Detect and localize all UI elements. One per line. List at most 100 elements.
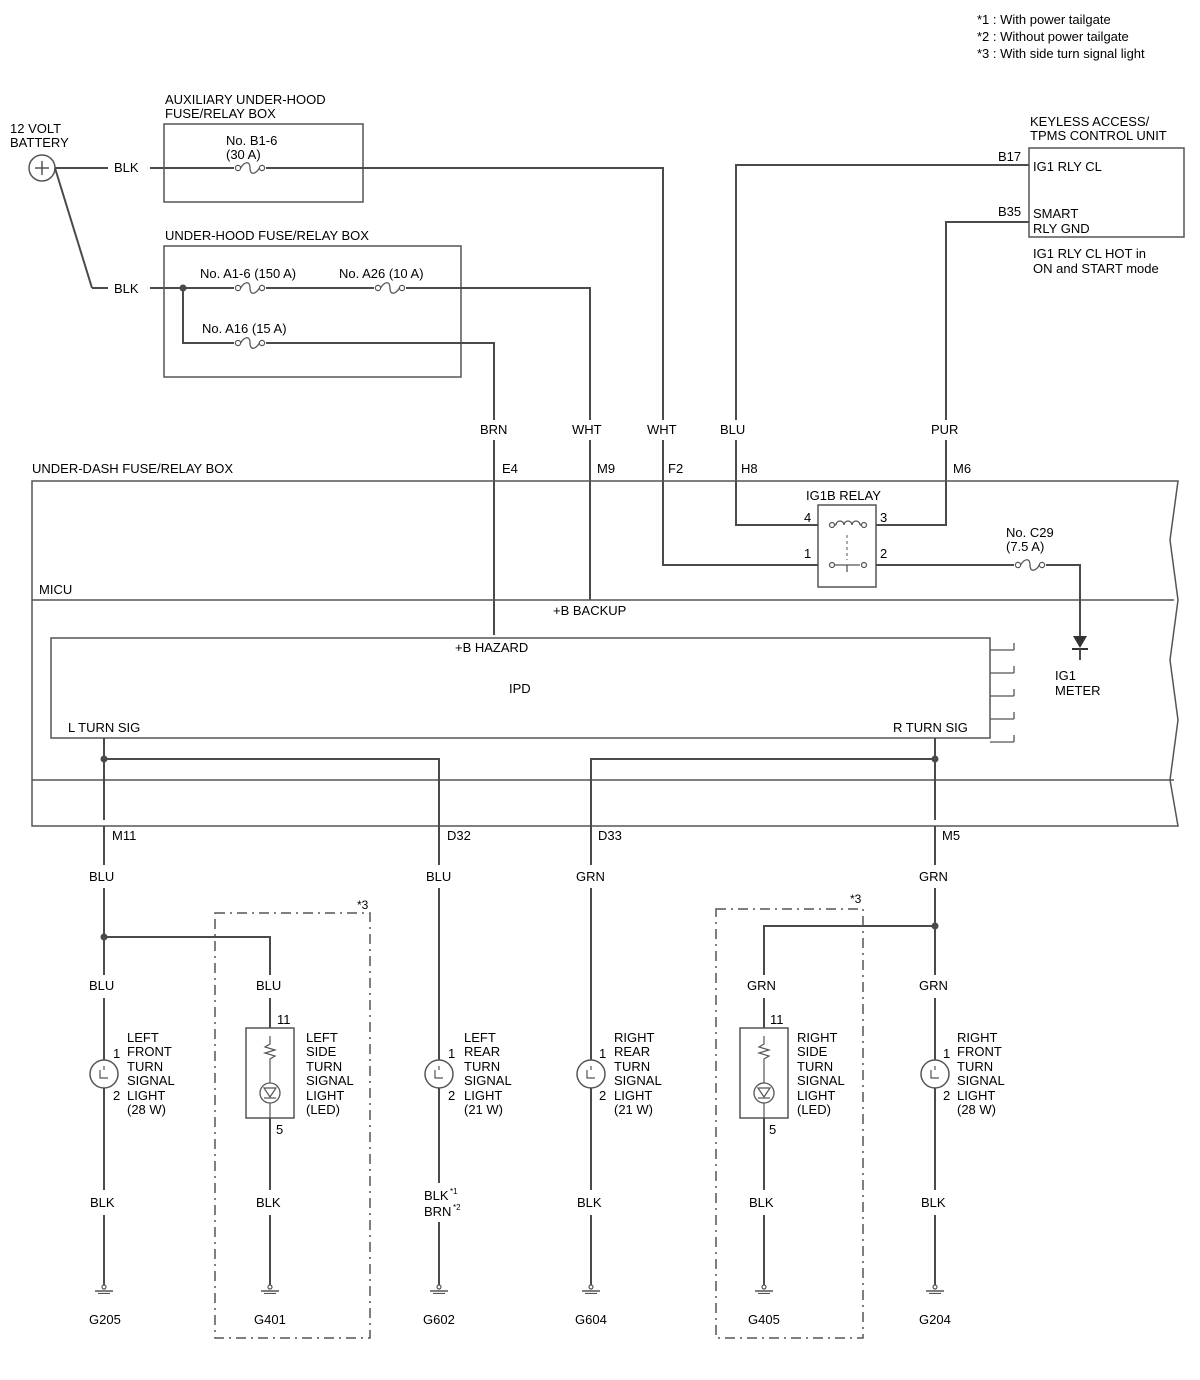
svg-text:LIGHT: LIGHT xyxy=(614,1088,652,1103)
wire-wht-1: WHT xyxy=(572,422,602,437)
relay-pin-3: 3 xyxy=(880,510,887,525)
r-turn-sig: R TURN SIG xyxy=(893,720,968,735)
svg-text:(LED): (LED) xyxy=(306,1102,340,1117)
svg-text:SIGNAL: SIGNAL xyxy=(614,1073,662,1088)
svg-text:LEFT: LEFT xyxy=(306,1030,338,1045)
sup-2: *2 xyxy=(453,1203,461,1212)
pin-ls-5: 5 xyxy=(276,1122,283,1137)
ground-g604: G604 xyxy=(575,1312,607,1327)
led-icon xyxy=(259,1082,281,1104)
pin-rs-5: 5 xyxy=(769,1122,776,1137)
pin-b17: B17 xyxy=(998,149,1021,164)
term-e4: E4 xyxy=(502,461,518,476)
bulb-right-rear xyxy=(576,1059,606,1089)
pin-lr-1: 1 xyxy=(448,1046,455,1061)
svg-text:SIDE: SIDE xyxy=(797,1044,828,1059)
diode-icon xyxy=(1073,636,1087,648)
pin-rr-1: 1 xyxy=(599,1046,606,1061)
option-box-right xyxy=(715,908,864,1339)
led-left-side xyxy=(245,1027,295,1119)
smart: SMART xyxy=(1033,206,1078,221)
l-turn-sig: L TURN SIG xyxy=(68,720,140,735)
svg-text:TURN: TURN xyxy=(797,1059,833,1074)
wire-blk-g602: BLK xyxy=(424,1188,449,1203)
svg-text:RIGHT: RIGHT xyxy=(797,1030,838,1045)
aux-box-title-1: AUXILIARY UNDER-HOOD xyxy=(165,92,326,107)
resistor-icon xyxy=(756,1036,772,1067)
svg-text:RIGHT: RIGHT xyxy=(957,1030,998,1045)
term-m9: M9 xyxy=(597,461,615,476)
battery-label-2: BATTERY xyxy=(10,135,69,150)
bulb-icon xyxy=(89,1059,119,1089)
wire-grn-rs: GRN xyxy=(747,978,776,993)
ground-g204: G204 xyxy=(919,1312,951,1327)
fuse-a1-6-icon xyxy=(234,282,266,294)
ground-icon xyxy=(925,1276,945,1294)
wire-wht-2: WHT xyxy=(647,422,677,437)
ground-g602: G602 xyxy=(423,1312,455,1327)
dash-box-title: UNDER-DASH FUSE/RELAY BOX xyxy=(32,461,233,476)
svg-text:(28 W): (28 W) xyxy=(957,1102,996,1117)
fuse-b1-6-rating: (30 A) xyxy=(226,147,261,162)
svg-text:SIDE: SIDE xyxy=(306,1044,337,1059)
fuse-a1-6: No. A1-6 (150 A) xyxy=(200,266,296,281)
term-m6: M6 xyxy=(953,461,971,476)
svg-text:SIGNAL: SIGNAL xyxy=(306,1073,354,1088)
ig1-meter-2: METER xyxy=(1055,683,1101,698)
term-m5: M5 xyxy=(942,828,960,843)
wire-blu-d32: BLU xyxy=(426,869,451,884)
fuse-b1-6-icon xyxy=(234,162,266,174)
svg-text:SIGNAL: SIGNAL xyxy=(797,1073,845,1088)
svg-text:RIGHT: RIGHT xyxy=(614,1030,655,1045)
svg-text:REAR: REAR xyxy=(464,1044,500,1059)
relay-title: IG1B RELAY xyxy=(806,488,881,503)
bulb-left-rear xyxy=(424,1059,454,1089)
wire-blk-g205: BLK xyxy=(90,1195,115,1210)
svg-text:(28 W): (28 W) xyxy=(127,1102,166,1117)
uh-box-title: UNDER-HOOD FUSE/RELAY BOX xyxy=(165,228,369,243)
relay-pin-4: 4 xyxy=(804,510,811,525)
resistor-icon xyxy=(262,1036,278,1067)
wire-blk-2: BLK xyxy=(114,281,139,296)
b-backup: +B BACKUP xyxy=(553,603,626,618)
svg-text:LIGHT: LIGHT xyxy=(306,1088,344,1103)
svg-text:(21 W): (21 W) xyxy=(464,1102,503,1117)
pin-b35: B35 xyxy=(998,204,1021,219)
ground-icon xyxy=(260,1276,280,1294)
wire-blk-g204: BLK xyxy=(921,1195,946,1210)
svg-text:(LED): (LED) xyxy=(797,1102,831,1117)
term-m11: M11 xyxy=(112,828,136,843)
svg-text:FRONT: FRONT xyxy=(127,1044,172,1059)
svg-text:TURN: TURN xyxy=(464,1059,500,1074)
wire-brn-g602: BRN xyxy=(424,1204,451,1219)
keyless-note-2: ON and START mode xyxy=(1033,261,1159,276)
ground-g205: G205 xyxy=(89,1312,121,1327)
fuse-c29-name: No. C29 xyxy=(1006,525,1054,540)
svg-text:SIGNAL: SIGNAL xyxy=(957,1073,1005,1088)
bulb-left-front xyxy=(89,1059,119,1089)
wire-blk-1: BLK xyxy=(114,160,139,175)
led-right-side xyxy=(739,1027,789,1119)
svg-text:TURN: TURN xyxy=(127,1059,163,1074)
battery: 12 VOLT BATTERY xyxy=(10,121,69,182)
note-1: *1 : With power tailgate xyxy=(977,12,1111,27)
svg-text:TURN: TURN xyxy=(614,1059,650,1074)
bulb-icon xyxy=(424,1059,454,1089)
option-box-left xyxy=(214,912,371,1339)
wire-pur: PUR xyxy=(931,422,958,437)
pin-lf-2: 2 xyxy=(113,1088,120,1103)
ipd-box xyxy=(50,637,991,739)
svg-text:LEFT: LEFT xyxy=(127,1030,159,1045)
wire-blk-g405: BLK xyxy=(749,1195,774,1210)
ig1b-relay xyxy=(817,504,877,588)
svg-text:SIGNAL: SIGNAL xyxy=(464,1073,512,1088)
term-d33: D33 xyxy=(598,828,622,843)
note-3: *3 : With side turn signal light xyxy=(977,46,1145,61)
bulb-icon xyxy=(920,1059,950,1089)
fuse-c29-rating: (7.5 A) xyxy=(1006,539,1044,554)
wire-blu-m11: BLU xyxy=(89,869,114,884)
term-d32: D32 xyxy=(447,828,471,843)
ground-g401: G401 xyxy=(254,1312,286,1327)
